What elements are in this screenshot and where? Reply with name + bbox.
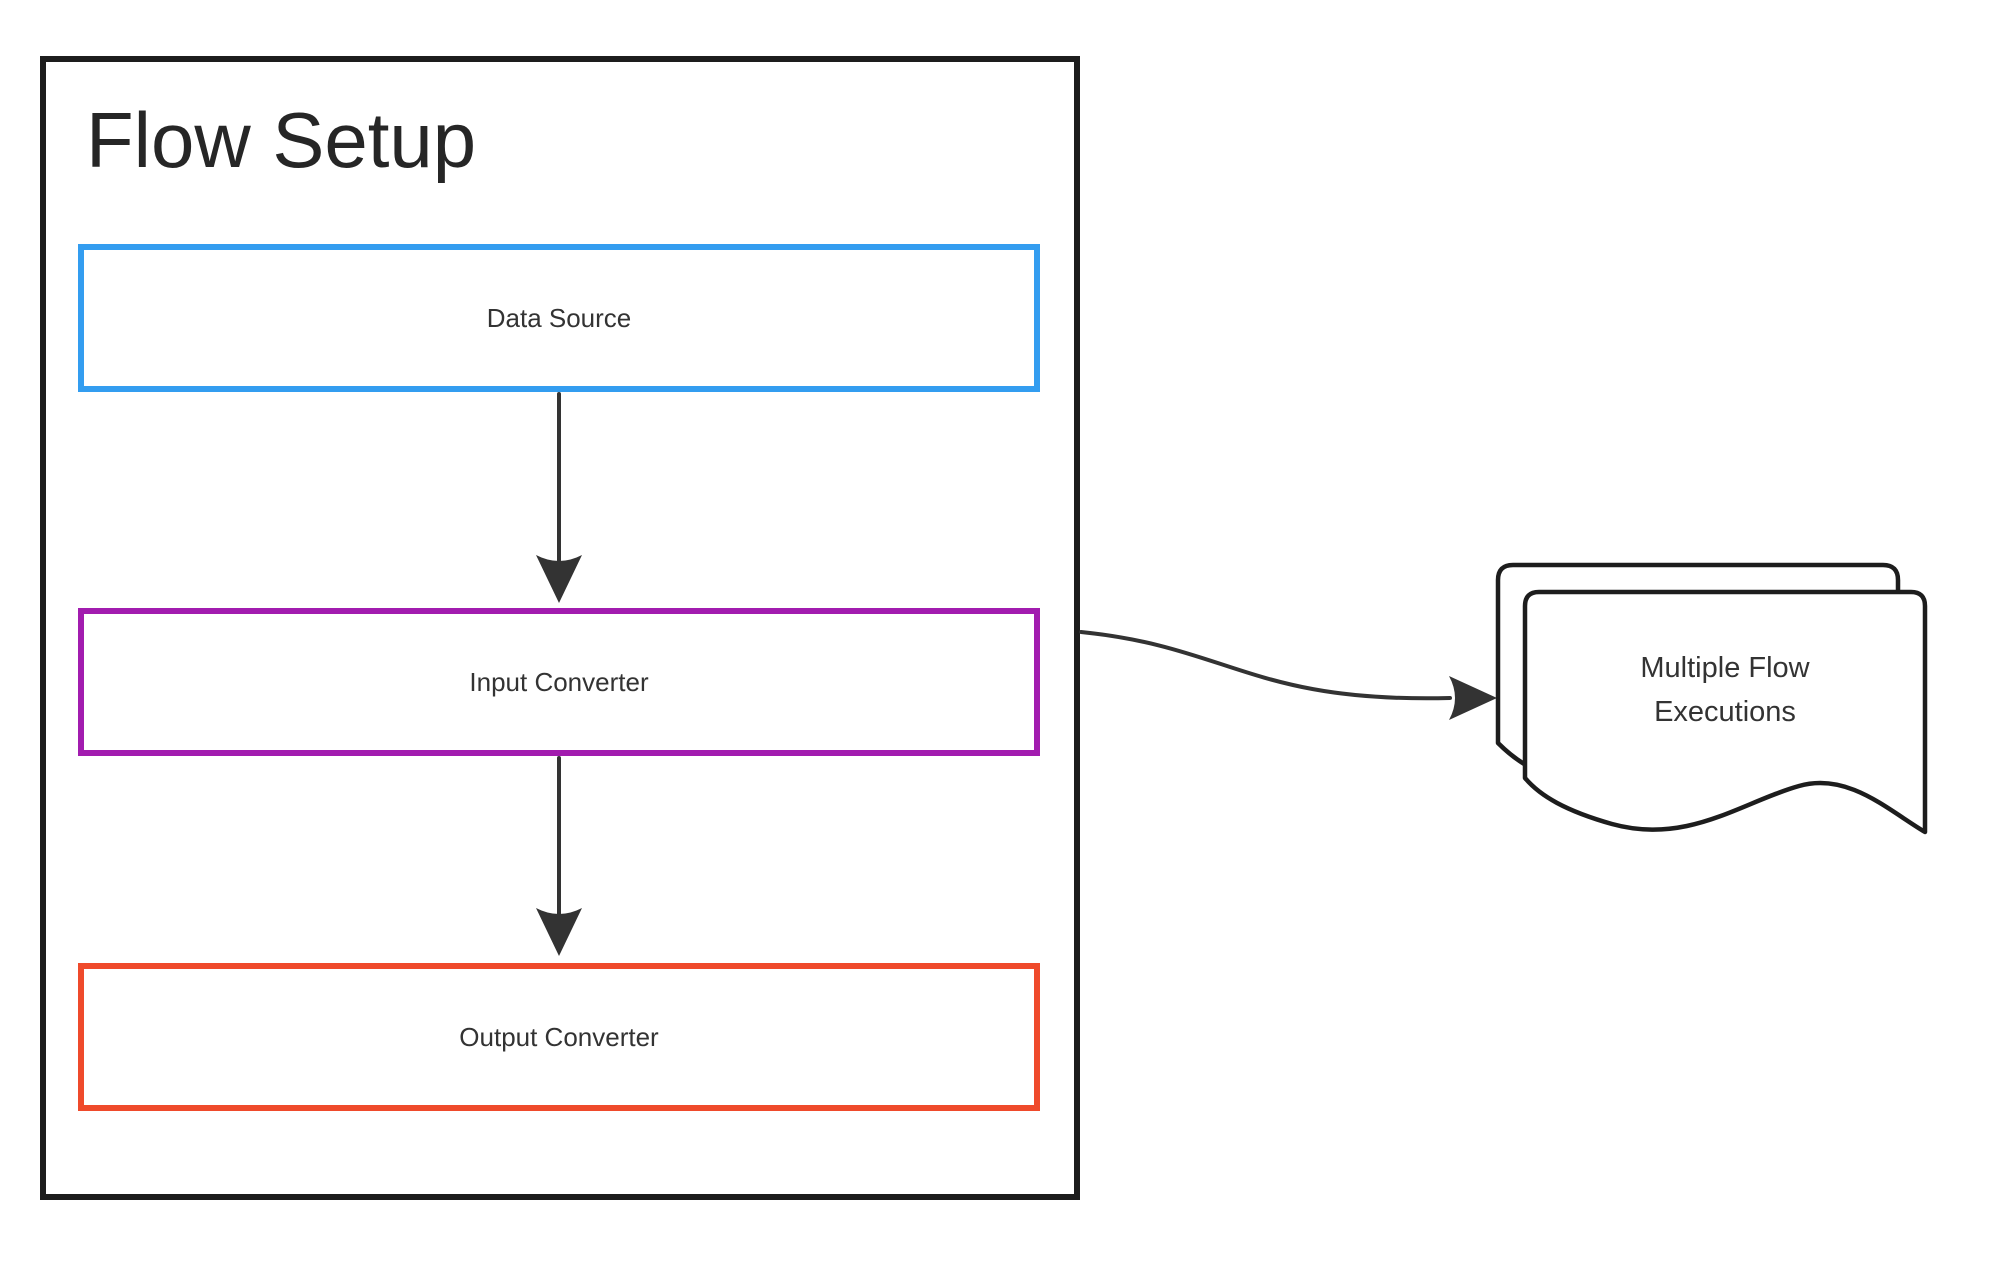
flow-setup-title: Flow Setup (86, 96, 477, 184)
document-label-line2: Executions (1654, 696, 1796, 728)
document-label-line1: Multiple Flow (1640, 652, 1810, 684)
node-input-converter: Input Converter (78, 608, 1040, 756)
node-data-source: Data Source (78, 244, 1040, 392)
node-data-source-label: Data Source (486, 302, 632, 333)
node-input-converter-label: Input Converter (469, 666, 649, 697)
node-output-converter-label: Output Converter (459, 1021, 659, 1052)
flow-setup-container: Flow Setup Data Source Input Converter O… (40, 56, 1080, 1200)
arrowhead-right-icon (1449, 676, 1497, 720)
document-label: Multiple Flow Executions (1525, 630, 1925, 750)
connector-flowsetup-to-executions (1079, 630, 1452, 701)
node-output-converter: Output Converter (78, 963, 1040, 1111)
